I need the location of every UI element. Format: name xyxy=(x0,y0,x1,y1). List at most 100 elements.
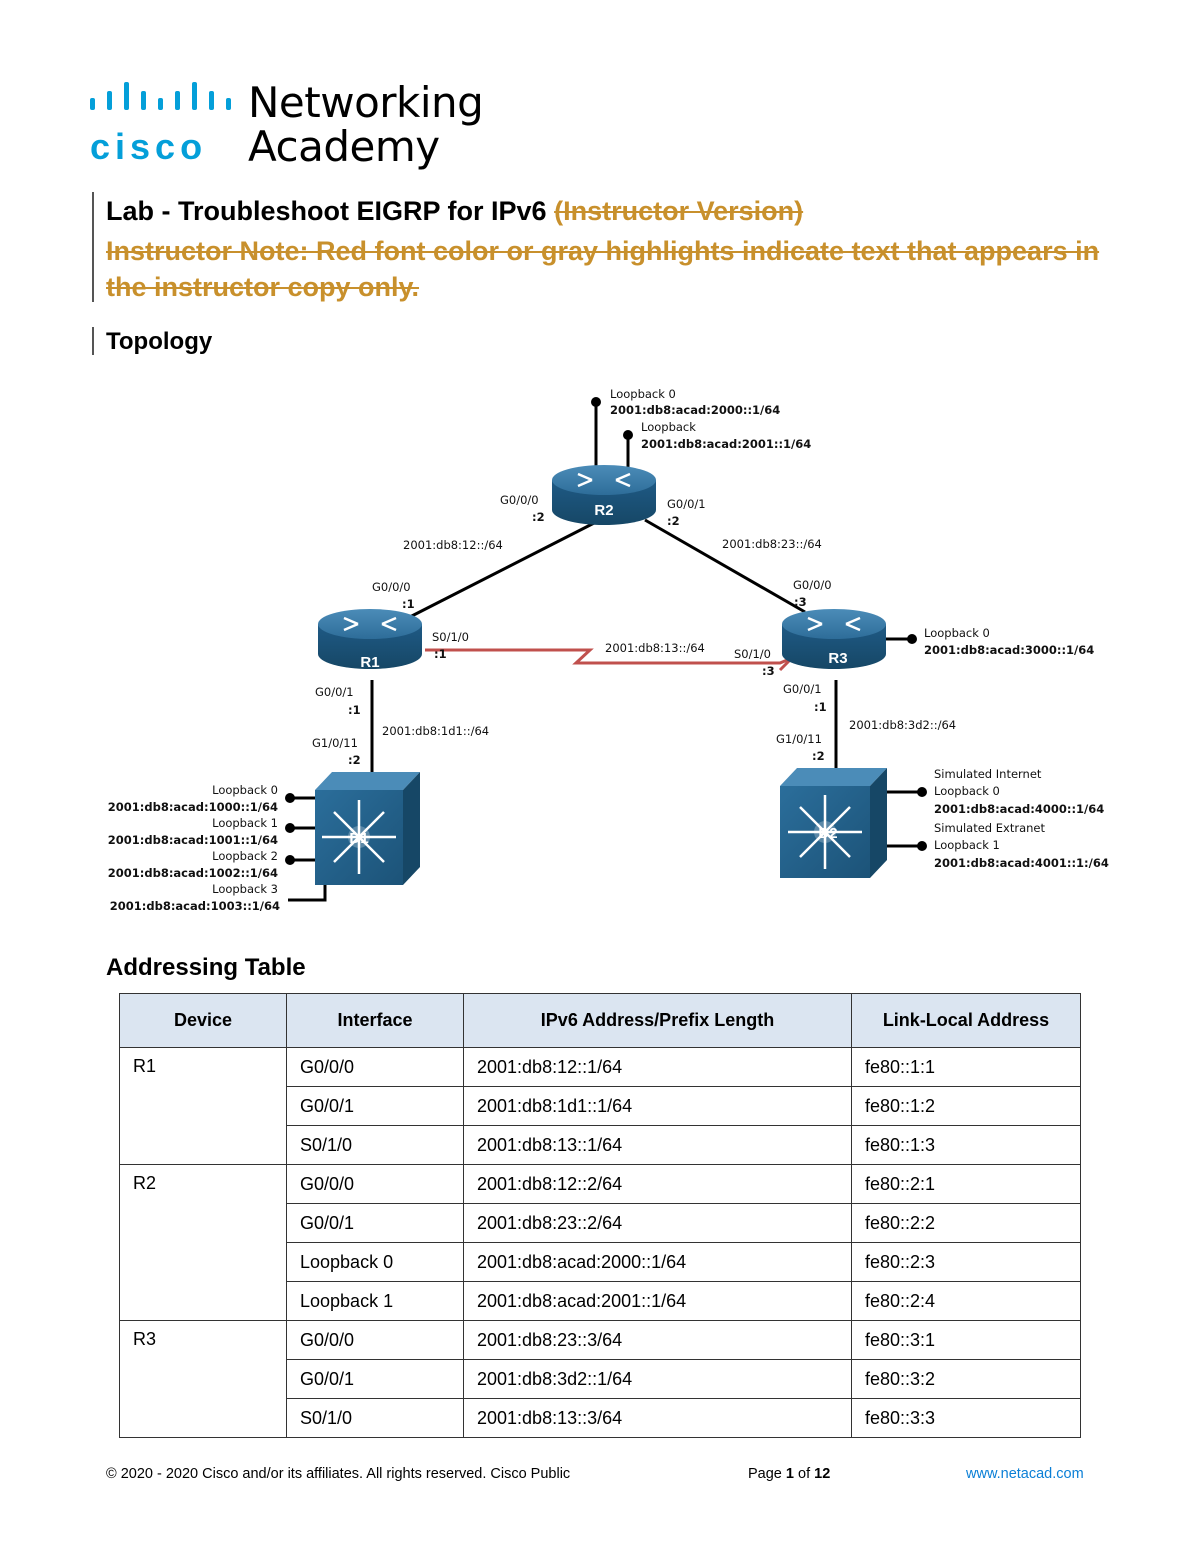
table-row: S0/1/0 2001:db8:13::1/64 fe80::1:3 xyxy=(120,1125,1081,1165)
d2-g1011-host: :2 xyxy=(812,749,825,763)
r2-lo1-label: Loopback xyxy=(641,420,696,434)
col-interface: Interface xyxy=(286,993,464,1048)
cisco-networking-academy-logo: cisco Networking Academy xyxy=(88,78,484,172)
r2-lo0-addr: 2001:db8:acad:2000::1/64 xyxy=(610,403,780,417)
net-23-label: 2001:db8:23::/64 xyxy=(722,537,822,551)
link-local-cell: fe80::3:2 xyxy=(851,1359,1081,1399)
ipv6-cell: 2001:db8:3d2::1/64 xyxy=(463,1359,852,1399)
d1-lo1-dot xyxy=(285,823,295,833)
ipv6-cell: 2001:db8:13::1/64 xyxy=(463,1125,852,1165)
table-row: G0/0/1 2001:db8:23::2/64 fe80::2:2 xyxy=(120,1203,1081,1243)
interface-cell: G0/0/1 xyxy=(286,1086,464,1126)
interface-cell: G0/0/0 xyxy=(286,1047,464,1087)
col-ipv6-address: IPv6 Address/Prefix Length xyxy=(463,993,852,1048)
ipv6-cell: 2001:db8:12::2/64 xyxy=(463,1164,852,1204)
page-of: of xyxy=(793,1466,815,1482)
r1-g000-label: G0/0/0 xyxy=(372,580,411,594)
table-row: R1 G0/0/0 2001:db8:12::1/64 fe80::1:1 xyxy=(119,1047,1081,1165)
d2-label: D2 xyxy=(818,825,837,842)
d1-label: D1 xyxy=(349,830,368,847)
net-1d1-label: 2001:db8:1d1::/64 xyxy=(382,724,489,738)
r3-lo0-dot xyxy=(907,634,917,644)
link-local-cell: fe80::3:1 xyxy=(851,1320,1081,1360)
r1-s010-label: S0/1/0 xyxy=(432,630,469,644)
table-header-row: Device Interface IPv6 Address/Prefix Len… xyxy=(119,993,1081,1048)
r2-g001-label: G0/0/1 xyxy=(667,497,706,511)
col-device: Device xyxy=(119,993,287,1048)
page-num: 1 xyxy=(785,1466,794,1482)
cisco-wordmark: cisco xyxy=(90,126,208,167)
interface-cell: G0/0/1 xyxy=(286,1359,464,1399)
r3-lo0-addr: 2001:db8:acad:3000::1/64 xyxy=(924,643,1094,657)
ipv6-cell: 2001:db8:23::2/64 xyxy=(463,1203,852,1243)
ipv6-cell: 2001:db8:acad:2001::1/64 xyxy=(463,1281,852,1321)
footer-url-link[interactable]: www.netacad.com xyxy=(966,1466,1084,1482)
title-main: Lab - Troubleshoot EIGRP for IPv6 xyxy=(106,196,547,226)
device-cell: R3 xyxy=(119,1320,287,1438)
d2-lo0-label: Loopback 0 xyxy=(934,784,1000,798)
r2-g000-host: :2 xyxy=(532,510,545,524)
link-r1-r2 xyxy=(399,518,601,624)
d1-lo2-label: Loopback 2 xyxy=(212,849,278,863)
table-row: Loopback 0 2001:db8:acad:2000::1/64 fe80… xyxy=(120,1242,1081,1282)
d2-lo0-addr: 2001:db8:acad:4000::1/64 xyxy=(934,802,1104,816)
link-local-cell: fe80::2:2 xyxy=(851,1203,1081,1243)
ipv6-cell: 2001:db8:13::3/64 xyxy=(463,1398,852,1438)
net-12-label: 2001:db8:12::/64 xyxy=(403,538,503,552)
r1-g000-host: :1 xyxy=(402,597,415,611)
cisco-bars-icon xyxy=(90,82,231,110)
link-local-cell: fe80::1:2 xyxy=(851,1086,1081,1126)
r2-lo0-dot xyxy=(591,397,601,407)
r2-g000-label: G0/0/0 xyxy=(500,493,539,507)
net-3d2-label: 2001:db8:3d2::/64 xyxy=(849,718,956,732)
r3-g000-label: G0/0/0 xyxy=(793,578,832,592)
link-local-cell: fe80::2:1 xyxy=(851,1164,1081,1204)
d1-lo0-label: Loopback 0 xyxy=(212,783,278,797)
interface-cell: S0/1/0 xyxy=(286,1398,464,1438)
r1-s010-host: :1 xyxy=(434,647,447,661)
ipv6-cell: 2001:db8:acad:2000::1/64 xyxy=(463,1242,852,1282)
topology-heading: Topology xyxy=(106,328,213,355)
r3-s010-host: :3 xyxy=(762,664,775,678)
col-link-local: Link-Local Address xyxy=(851,993,1081,1048)
r2-lo1-dot xyxy=(623,430,633,440)
r2-label: R2 xyxy=(594,502,613,519)
link-local-cell: fe80::2:3 xyxy=(851,1242,1081,1282)
d2-g1011-label: G1/0/11 xyxy=(776,732,822,746)
link-local-cell: fe80::1:1 xyxy=(851,1047,1081,1087)
d1-lo1-label: Loopback 1 xyxy=(212,816,278,830)
d1-lo1-addr: 2001:db8:acad:1001::1/64 xyxy=(108,833,278,847)
device-cell: R2 xyxy=(119,1164,287,1321)
title-version: (Instructor Version) xyxy=(554,196,804,226)
router-r1: R1 xyxy=(318,609,422,671)
d2-lo0-dot xyxy=(917,787,927,797)
router-r3: R3 xyxy=(782,609,886,669)
page-prefix: Page xyxy=(748,1466,786,1482)
ipv6-cell: 2001:db8:1d1::1/64 xyxy=(463,1086,852,1126)
switch-d1: D1 xyxy=(315,772,420,885)
r3-label: R3 xyxy=(828,650,847,667)
d1-lo2-addr: 2001:db8:acad:1002::1/64 xyxy=(108,866,278,880)
r1-g001-label: G0/0/1 xyxy=(315,685,354,699)
interface-cell: Loopback 0 xyxy=(286,1242,464,1282)
r2-lo0-label: Loopback 0 xyxy=(610,387,676,401)
d1-g1011-label: G1/0/11 xyxy=(312,736,358,750)
d1-lo3-label: Loopback 3 xyxy=(212,882,278,896)
d2-lo1-dot xyxy=(917,841,927,851)
logo-networking: Networking xyxy=(248,78,484,127)
footer-page-number: Page 1 of 12 xyxy=(748,1466,830,1482)
change-bar xyxy=(92,192,94,302)
ipv6-cell: 2001:db8:12::1/64 xyxy=(463,1047,852,1087)
r1-label: R1 xyxy=(360,654,379,671)
net-13-label: 2001:db8:13::/64 xyxy=(605,641,705,655)
change-bar xyxy=(92,327,94,355)
link-local-cell: fe80::1:3 xyxy=(851,1125,1081,1165)
d1-lo2-dot xyxy=(285,855,295,865)
link-r2-r3 xyxy=(644,518,806,614)
table-row: R2 G0/0/0 2001:db8:12::2/64 fe80::2:1 xyxy=(119,1164,1081,1321)
interface-cell: S0/1/0 xyxy=(286,1125,464,1165)
d2-lo1-label: Loopback 1 xyxy=(934,838,1000,852)
device-cell: R1 xyxy=(119,1047,287,1165)
d2-sim-internet: Simulated Internet xyxy=(934,767,1042,781)
interface-cell: Loopback 1 xyxy=(286,1281,464,1321)
